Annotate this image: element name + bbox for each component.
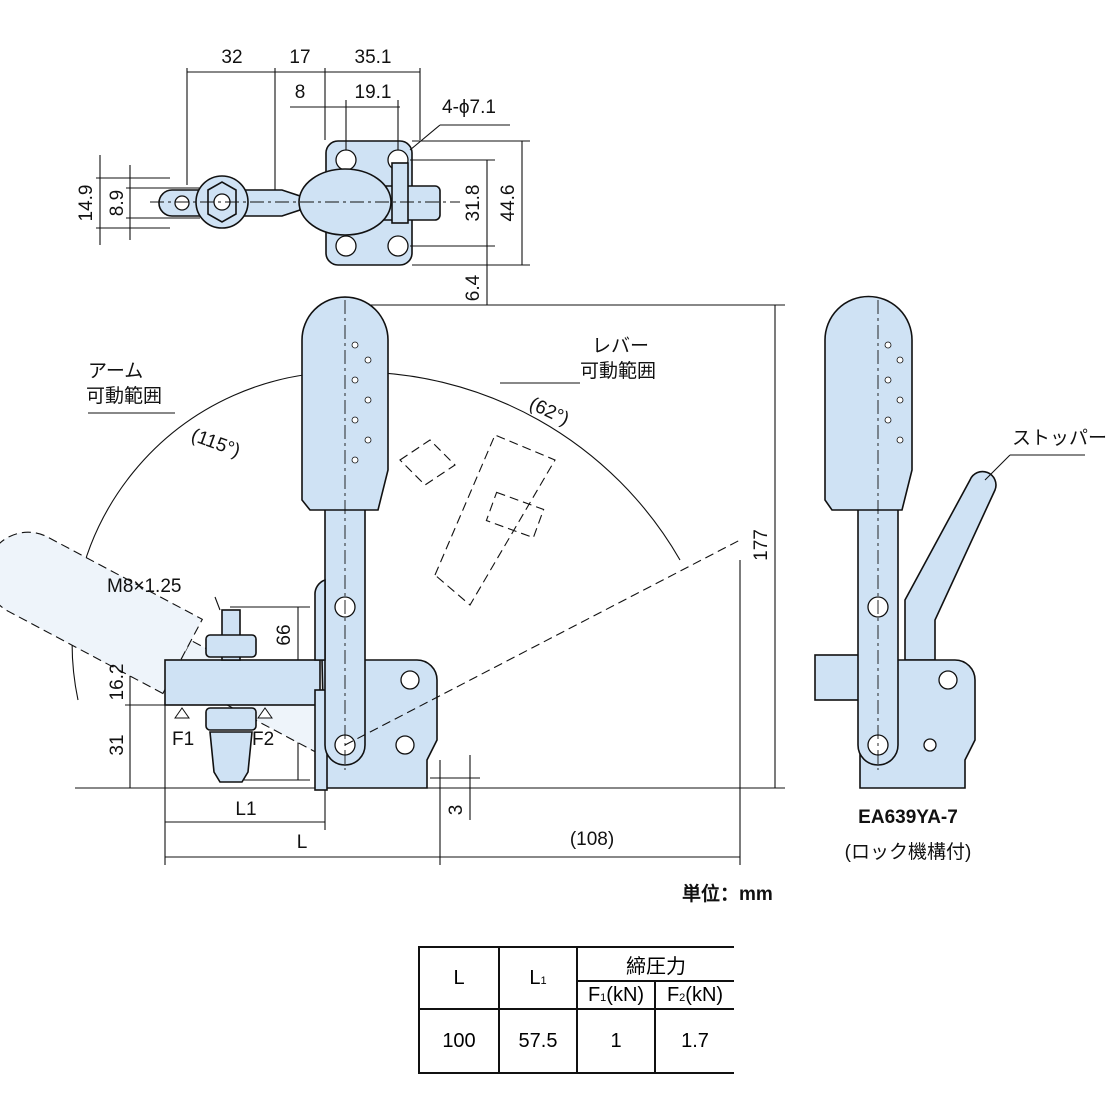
cell-L: 100 — [418, 1008, 500, 1074]
lock-view: ストッパー EA639YA-7 (ロック機構付) — [814, 295, 1107, 863]
dim-L1: L1 — [235, 799, 256, 820]
arm-angle: (115°) — [188, 425, 243, 462]
header-L1: L1 — [498, 946, 578, 1010]
lever-angle: (62°) — [526, 393, 572, 430]
cell-F2: 1.7 — [654, 1008, 734, 1074]
stopper-label: ストッパー — [1012, 428, 1107, 449]
header-clamping-force: 締圧力 — [576, 946, 734, 982]
dim-8-9: 8.9 — [107, 190, 128, 216]
unit-label: 単位：mm — [682, 882, 773, 905]
dim-14-9: 14.9 — [76, 185, 97, 222]
dim-35-1: 35.1 — [355, 47, 392, 68]
arm-range-label-2: 可動範囲 — [86, 385, 162, 407]
top-view: 32 17 35.1 8 19.1 4-ϕ7.1 14.9 8.9 31.8 4… — [76, 47, 530, 305]
dim-108: (108) — [570, 829, 614, 850]
thread-label: M8×1.25 — [107, 576, 181, 597]
header-L: L — [418, 946, 500, 1010]
lever-range-label: レバー — [592, 336, 649, 357]
f2-label: F2 — [252, 729, 274, 750]
lever-range-label-2: 可動範囲 — [580, 360, 656, 382]
model-number: EA639YA-7 — [858, 807, 958, 828]
dim-L: L — [297, 832, 308, 853]
dim-66: 66 — [274, 624, 295, 645]
header-F1: F1(kN) — [576, 980, 656, 1010]
dim-19-1: 19.1 — [355, 82, 392, 103]
cell-L1: 57.5 — [498, 1008, 578, 1074]
dim-16-2: 16.2 — [107, 664, 128, 701]
header-F2: F2(kN) — [654, 980, 734, 1010]
dim-44-6: 44.6 — [498, 185, 519, 222]
dim-31-8: 31.8 — [463, 185, 484, 222]
f1-label: F1 — [172, 729, 194, 750]
arm-range-label: アーム — [88, 361, 143, 382]
cell-F1: 1 — [576, 1008, 656, 1074]
side-view: アーム 可動範囲 (115°) レバー 可動範囲 (62°) M8×1.25 6… — [0, 296, 785, 865]
dim-holes: 4-ϕ7.1 — [442, 97, 496, 118]
spec-table: L L1 締圧力 F1(kN) F2(kN) 100 57.5 1 1.7 — [418, 946, 734, 1074]
dim-17: 17 — [289, 47, 310, 68]
dim-177: 177 — [751, 529, 772, 561]
dim-31: 31 — [107, 734, 128, 755]
lock-note: (ロック機構付) — [845, 841, 972, 863]
dim-32: 32 — [221, 47, 242, 68]
dim-8: 8 — [295, 82, 306, 103]
dim-6-4: 6.4 — [463, 274, 484, 301]
dim-3: 3 — [446, 805, 467, 816]
